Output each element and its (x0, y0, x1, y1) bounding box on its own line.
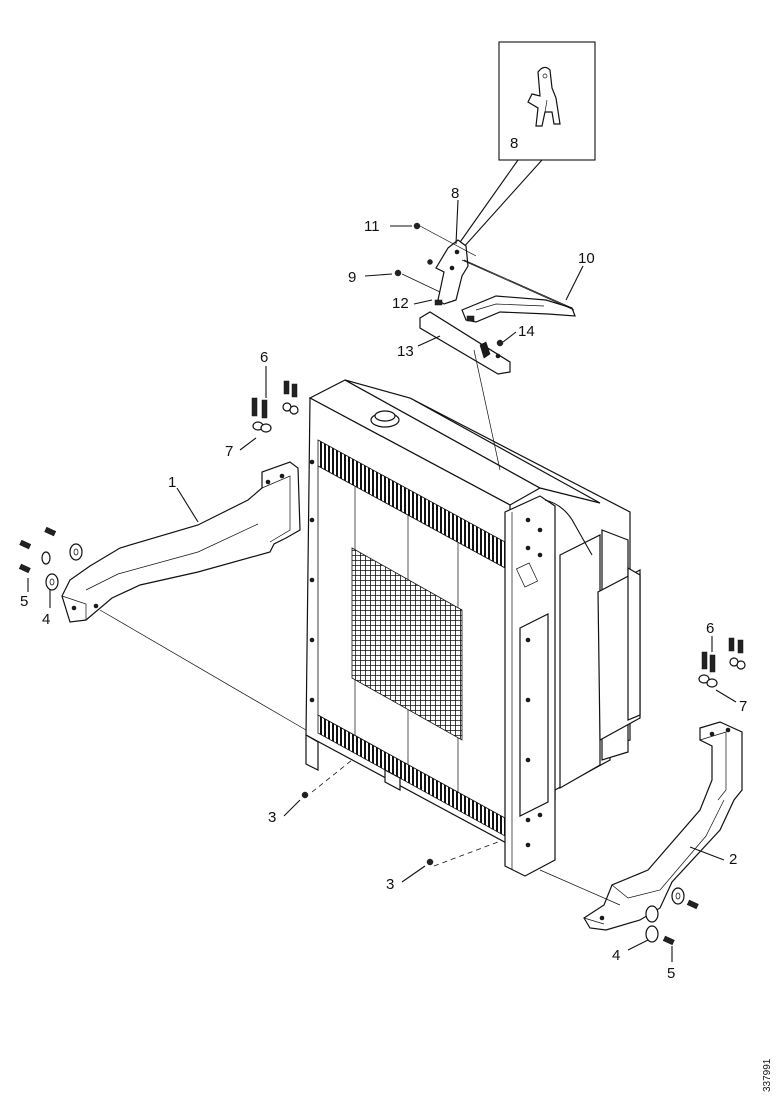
radiator-assembly (305, 379, 641, 877)
callout-9: 9 (348, 269, 356, 286)
callout-4-right: 4 (612, 947, 620, 964)
assembly-lines (99, 225, 621, 906)
callout-12: 12 (392, 295, 409, 312)
mounting-bracket-1 (61, 461, 301, 623)
callout-7-right: 7 (739, 698, 747, 715)
callout-11: 11 (364, 218, 380, 235)
leader-lines (27, 199, 737, 962)
callout-4-left: 4 (42, 611, 50, 628)
callout-10: 10 (578, 250, 595, 267)
callout-7-left: 7 (225, 443, 233, 460)
callout-6-left: 6 (260, 349, 268, 366)
detail-inset-box (457, 41, 596, 250)
callout-5-left: 5 (20, 593, 28, 610)
callout-labels: 1 2 3 3 4 4 5 5 6 6 7 7 8 8 9 10 11 12 1… (20, 135, 747, 982)
callout-1: 1 (168, 474, 176, 491)
callout-6-right: 6 (706, 620, 714, 637)
fasteners (18, 380, 746, 946)
top-stay-assembly (394, 222, 576, 375)
callout-3-left: 3 (268, 809, 276, 826)
callout-8: 8 (451, 185, 459, 202)
callout-5-right: 5 (667, 965, 675, 982)
callout-14: 14 (518, 323, 535, 340)
document-id: 337991 (762, 1058, 773, 1092)
callout-8-inset: 8 (510, 135, 518, 152)
callout-13: 13 (397, 343, 414, 360)
mounting-bracket-2 (583, 721, 743, 931)
callout-3-right: 3 (386, 876, 394, 893)
callout-2: 2 (729, 851, 737, 868)
